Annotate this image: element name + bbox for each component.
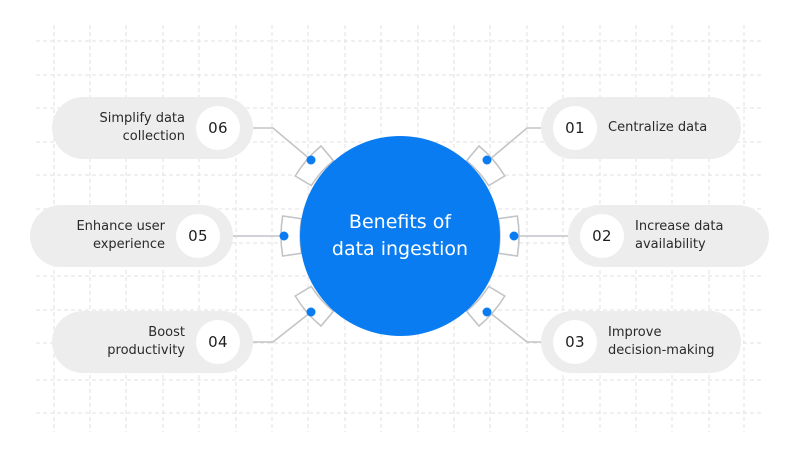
- benefit-label: Simplify data collection: [99, 111, 185, 144]
- center-circle: [300, 136, 500, 336]
- ring-segment-bottom-right: [465, 285, 506, 328]
- benefit-number: 04: [196, 320, 240, 364]
- benefit-number: 02: [580, 214, 624, 258]
- anchor-dot-01: [482, 155, 492, 165]
- anchor-dot-02: [509, 231, 519, 241]
- diagram-title: Benefits of data ingestion: [331, 211, 469, 260]
- anchor-dot-03: [482, 307, 492, 317]
- benefit-01: 01 Centralize data: [541, 97, 741, 159]
- anchor-dot-06: [306, 155, 316, 165]
- connector-06: [253, 127, 312, 161]
- benefit-number: 01: [553, 106, 597, 150]
- anchor-dot-05: [279, 231, 289, 241]
- benefit-label: Centralize data: [608, 120, 708, 135]
- connector-03: [488, 311, 547, 343]
- ring-segment-bottom-left: [294, 285, 335, 328]
- connector-01: [488, 127, 547, 161]
- benefit-number: 06: [196, 106, 240, 150]
- anchor-dots: [279, 155, 519, 317]
- benefit-number: 03: [553, 320, 597, 364]
- connectors: [233, 127, 568, 343]
- benefit-02: 02 Increase data availability: [568, 205, 769, 267]
- anchor-dot-04: [306, 307, 316, 317]
- benefit-06: Simplify data collection 06: [52, 97, 253, 159]
- benefit-05: Enhance user experience 05: [30, 205, 233, 267]
- benefit-03: 03 Improve decision-making: [541, 311, 741, 373]
- benefit-number: 05: [176, 214, 220, 258]
- benefit-label: Boost productivity: [107, 325, 185, 358]
- benefit-label: Enhance user experience: [76, 219, 165, 252]
- ring-segment-top-left: [294, 144, 335, 187]
- benefit-label: Improve decision-making: [608, 325, 715, 358]
- ring-segment-top-right: [465, 144, 506, 187]
- benefit-04: Boost productivity 04: [52, 311, 253, 373]
- ring-segments: [280, 144, 520, 328]
- benefit-label: Increase data availability: [635, 219, 724, 252]
- connector-04: [253, 311, 312, 343]
